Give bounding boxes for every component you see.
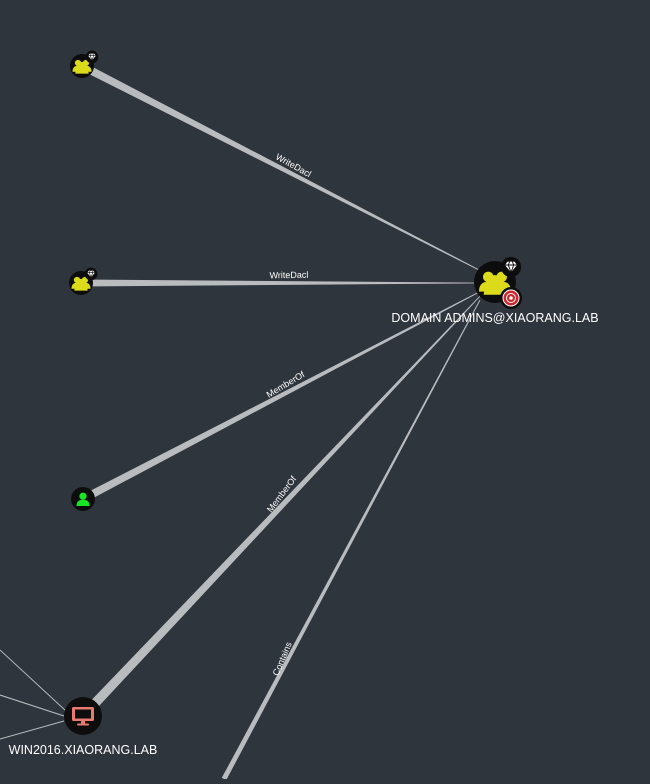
diamond-icon [84, 267, 98, 281]
edge-writedacl-2[interactable] [81, 279, 481, 287]
edge-memberof-2[interactable] [79, 292, 484, 720]
edge-contains[interactable] [221, 299, 481, 781]
edge-offscreen-1[interactable] [0, 649, 67, 712]
edge-label-writedacl-2[interactable]: WriteDacl [269, 270, 308, 281]
diamond-icon [500, 256, 522, 278]
diamond-icon [85, 50, 99, 64]
computer-node[interactable] [64, 697, 102, 735]
edge-offscreen-3[interactable] [0, 720, 65, 740]
target-icon [500, 287, 522, 309]
edge-memberof-1[interactable] [81, 289, 484, 503]
domain-admins-node-label: DOMAIN ADMINS@XIAORANG.LAB [391, 311, 598, 325]
group-node-1[interactable] [70, 50, 99, 78]
computer-icon [72, 707, 94, 726]
edge-writedacl-1[interactable] [80, 62, 484, 273]
domain-admins-node[interactable] [474, 256, 522, 309]
edge-offscreen-2[interactable] [0, 694, 65, 717]
user-node[interactable] [71, 487, 95, 511]
computer-node-label: WIN2016.XIAORANG.LAB [9, 743, 158, 757]
group-node-2[interactable] [69, 267, 98, 295]
